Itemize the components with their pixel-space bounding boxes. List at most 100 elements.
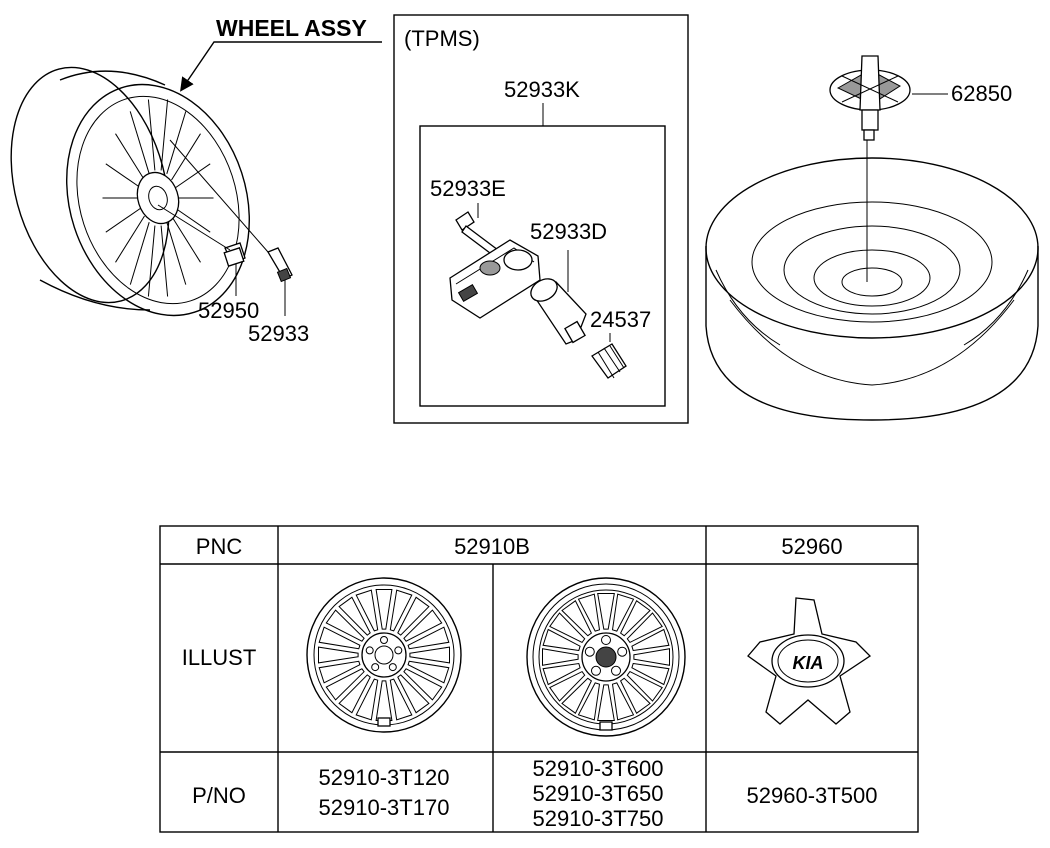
wheel-spoke (561, 677, 593, 714)
wheel-spoke (160, 99, 169, 171)
wheel-spoke (338, 674, 371, 714)
lug-hole (371, 663, 380, 672)
lug-nut-label: 52950 (198, 298, 259, 323)
wheel-spoke (171, 133, 201, 181)
wheel-spoke (166, 111, 187, 174)
wheel-spoke (577, 682, 601, 721)
pno-cap-line-1: 52960-3T500 (747, 783, 878, 808)
wheel-spoke (105, 163, 142, 189)
wheel-spoke (338, 596, 371, 636)
wheel-spoke (561, 600, 593, 637)
wheel-spoke (611, 682, 635, 721)
table-header-cap: 52960 (781, 534, 842, 559)
wheel-assembly-illustration (10, 66, 250, 317)
wheel-spoke (409, 646, 450, 664)
lug-hole (365, 646, 374, 655)
wheel-illustration-option-2 (526, 577, 686, 737)
tpms-kit-box (419, 125, 666, 407)
wheel-spoke (397, 596, 430, 636)
wheel-spoke (105, 207, 142, 233)
pno-option-2-line-1: 52910-3T600 (533, 756, 664, 781)
wheel-spoke (403, 668, 443, 701)
table-header-pnc: PNC (196, 534, 243, 559)
wheel-spoke (375, 589, 393, 630)
spare-bolt-label: 62850 (951, 81, 1012, 106)
wheel-spoke (174, 207, 211, 233)
wheel-spoke (549, 612, 586, 644)
wheel-spoke (597, 684, 615, 721)
wheel-spoke (355, 678, 379, 721)
wheel-spoke (619, 600, 651, 637)
tpms-label: (TPMS) (404, 26, 480, 51)
wheel-spoke (542, 662, 581, 686)
lug-hole (601, 635, 611, 645)
wheel-spoke (597, 593, 615, 630)
lug-hole (584, 646, 595, 657)
wheel-spokes (102, 99, 214, 297)
wheel-illustration-option-1 (306, 577, 462, 733)
kit-label: 52933K (504, 77, 580, 102)
pno-option-1-line-2: 52910-3T170 (319, 795, 450, 820)
wheel-spoke (631, 628, 670, 652)
wheel-spoke (318, 626, 361, 650)
table-row-pno: P/NO (192, 783, 246, 808)
wheel-spoke (115, 215, 145, 263)
wheel-spoke (542, 648, 579, 666)
wheel-spoke (166, 222, 187, 285)
wheel-spoke (611, 593, 635, 632)
wheel-spoke (325, 609, 365, 642)
cap-label: 24537 (590, 307, 651, 332)
wheel-assy-leader (180, 41, 382, 92)
valve-screw-label: 52933E (430, 176, 506, 201)
lug-hole (591, 665, 601, 676)
wheel-spoke (129, 222, 150, 285)
valve-cap-part (591, 343, 627, 379)
tpms-sensor-part (449, 239, 541, 319)
table-row-illust: ILLUST (182, 645, 257, 670)
table-header-wheel: 52910B (454, 534, 530, 559)
center-cap-illustration: KIA (747, 597, 872, 725)
wheel-spoke (407, 626, 450, 650)
lug-hole (394, 646, 403, 655)
pno-option-2-line-3: 52910-3T750 (533, 806, 664, 831)
wheel-spoke (577, 593, 601, 632)
wheel-spoke (318, 646, 359, 664)
wheel-spoke (318, 660, 361, 684)
valve-label: 52933 (248, 321, 309, 346)
wheel-spoke (147, 225, 156, 297)
wheel-spoke (355, 589, 379, 632)
sensor-valve-stem-part (530, 278, 587, 345)
valve-stem-part (267, 247, 293, 283)
wheel-spoke (542, 628, 581, 652)
spare-tire-bolt-part (829, 55, 911, 141)
lug-hole (380, 636, 388, 644)
lug-hole (388, 663, 397, 672)
wheel-spoke (631, 662, 670, 686)
kia-logo-text: KIA (793, 653, 824, 673)
pno-option-1-line-1: 52910-3T120 (319, 765, 450, 790)
wheel-spoke (389, 589, 413, 632)
wheel-spoke (549, 670, 586, 702)
pno-option-2-line-2: 52910-3T650 (533, 781, 664, 806)
wheel-assy-label: WHEEL ASSY (216, 15, 367, 41)
wheel-spoke (171, 215, 201, 263)
wheel-spoke (115, 133, 145, 181)
wheel-spoke (626, 612, 663, 644)
wheel-spoke (375, 680, 393, 721)
sensor-label: 52933D (530, 219, 607, 244)
lug-hole (617, 646, 628, 657)
wheel-spoke (403, 609, 443, 642)
wheel-spoke (147, 99, 156, 171)
parts-table (159, 525, 919, 833)
wheel-spoke (397, 674, 430, 714)
wheel-spoke (619, 677, 651, 714)
valve-screw-part (455, 211, 499, 257)
wheel-spoke (129, 111, 150, 174)
wheel-spoke (407, 660, 450, 684)
lug-nut-part (223, 242, 246, 267)
wheel-spoke (633, 648, 670, 666)
lug-hole (611, 665, 621, 676)
wheel-spoke (160, 225, 169, 297)
wheel-spoke (626, 670, 663, 702)
